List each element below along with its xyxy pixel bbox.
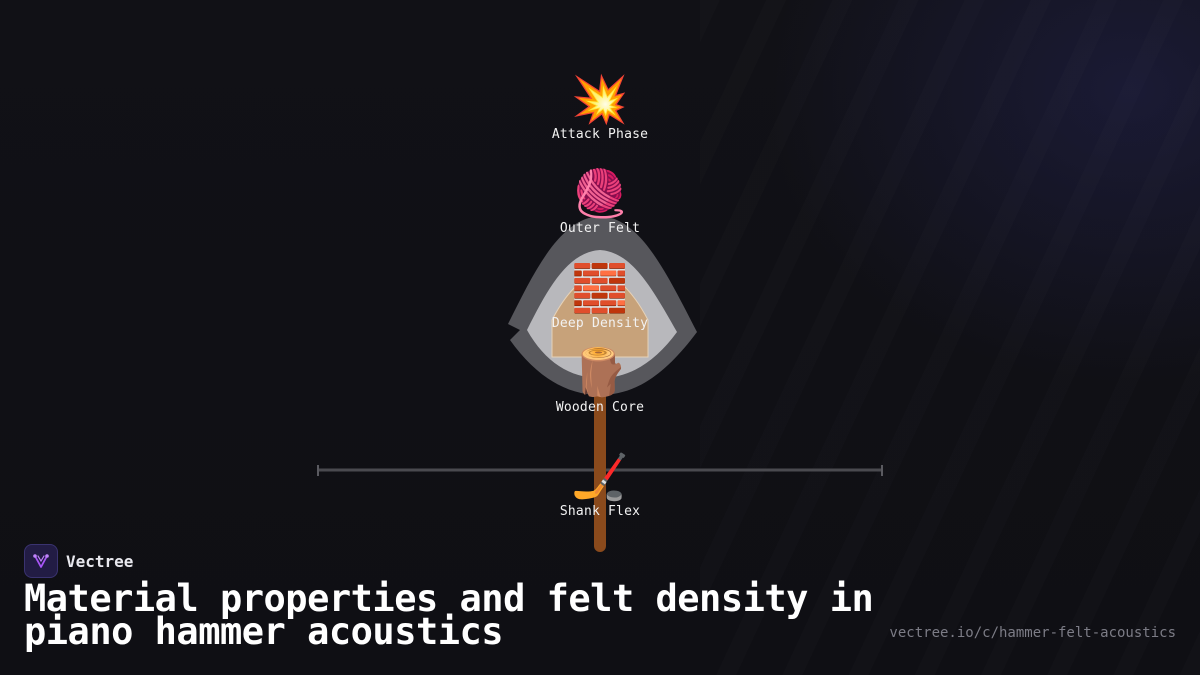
node-attack-phase: 💥 Attack Phase (500, 72, 700, 143)
node-label: Outer Felt (559, 221, 641, 236)
node-label: Shank Flex (559, 504, 641, 519)
node-label: Deep Density (551, 316, 649, 331)
wood-icon: 🪵 (571, 345, 629, 399)
node-outer-felt: 🧶 Outer Felt (500, 166, 700, 237)
node-label: Wooden Core (555, 400, 645, 415)
yarn-icon: 🧶 (571, 166, 629, 220)
branch-icon (24, 544, 58, 578)
core-layer (551, 273, 649, 358)
hockey-stick-icon: 🏒 (571, 449, 629, 503)
node-label: Attack Phase (551, 127, 649, 142)
brand-name: Vectree (66, 551, 134, 571)
node-shank-flex: 🏒 Shank Flex (500, 449, 700, 520)
page-title: Material properties and felt density in … (24, 577, 874, 653)
node-deep-density: 🧱 Deep Density (500, 261, 700, 332)
brand[interactable]: Vectree (24, 544, 133, 578)
source-url[interactable]: vectree.io/c/hammer-felt-acoustics (889, 625, 1176, 641)
background-rays (700, 0, 1200, 675)
collision-icon: 💥 (571, 72, 629, 126)
node-wooden-core: 🪵 Wooden Core (500, 345, 700, 416)
brick-icon: 🧱 (571, 261, 629, 315)
